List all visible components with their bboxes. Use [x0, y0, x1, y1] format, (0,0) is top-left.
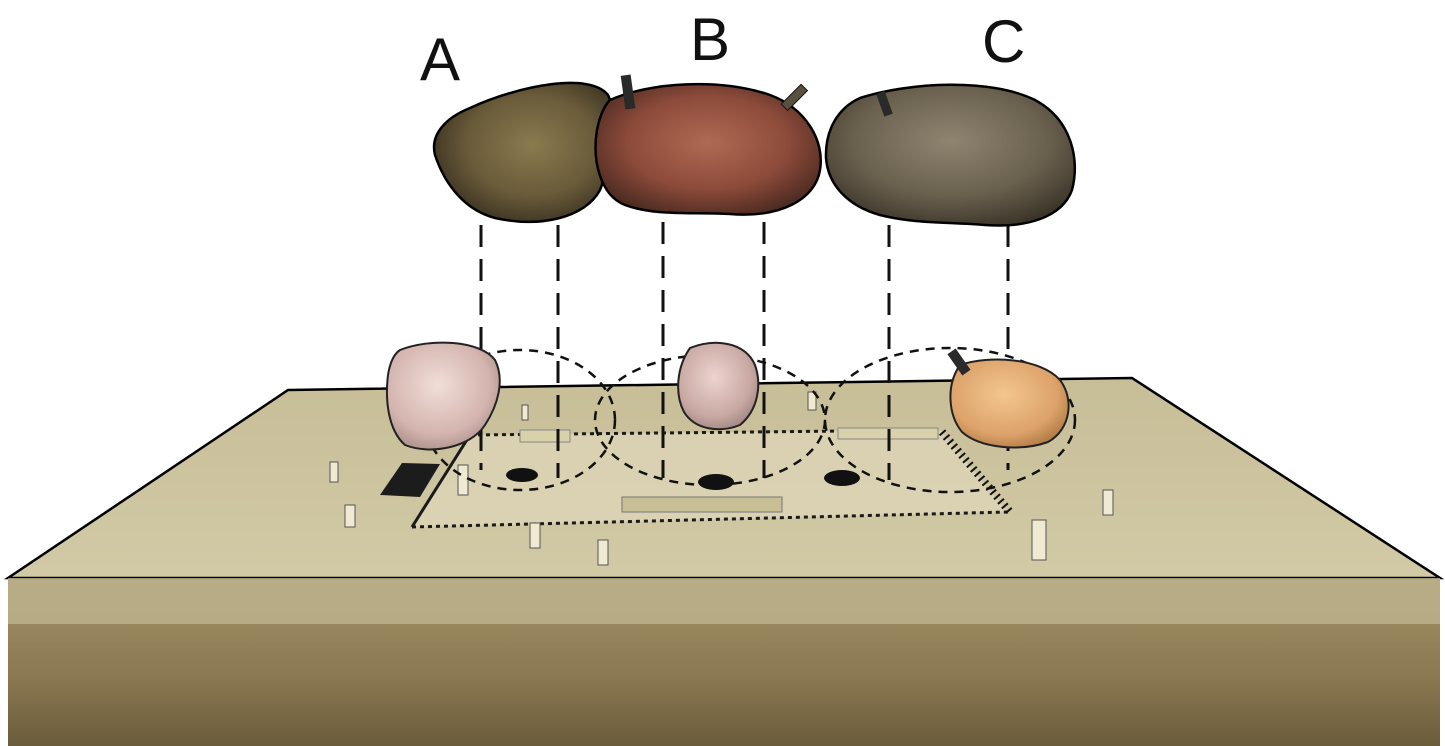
small-stone-b	[678, 343, 758, 429]
label-c: C	[982, 8, 1025, 75]
stone-b-peg-right	[781, 84, 807, 110]
marker-5	[1032, 520, 1046, 560]
post-hole-3	[824, 470, 860, 486]
marker-6	[1103, 490, 1113, 515]
label-a: A	[420, 26, 460, 93]
marker-3	[530, 523, 540, 548]
marker-2	[345, 505, 355, 527]
post-hole-1	[506, 468, 538, 482]
post-hole-2	[698, 474, 734, 490]
wall-bar-left	[520, 430, 570, 442]
stone-c	[826, 85, 1075, 226]
label-b: B	[690, 6, 730, 73]
elevated-stones	[434, 74, 1075, 225]
marker-4	[598, 540, 608, 565]
marker-8	[522, 405, 528, 420]
marker-9	[458, 465, 468, 495]
stone-labels: A B C	[420, 6, 1025, 93]
wall-bar-center	[622, 497, 782, 512]
stone-a	[434, 83, 613, 222]
platform-front-edge-band	[8, 578, 1440, 624]
marker-1	[330, 462, 338, 482]
small-stone-c	[950, 360, 1068, 448]
